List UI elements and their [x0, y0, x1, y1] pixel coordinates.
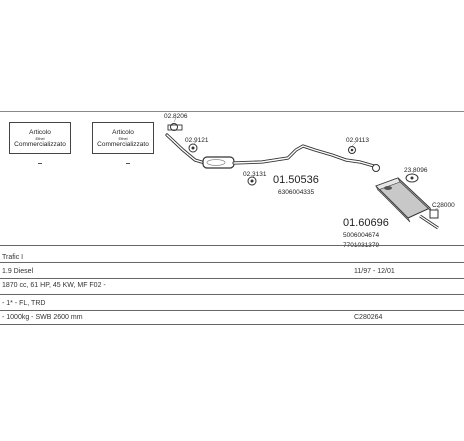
hanger-icon-3 — [348, 146, 356, 154]
info-box-2-line3: Commercializzato — [97, 141, 149, 148]
info-box-2-line2: Ethel — [118, 136, 128, 141]
hanger-icon-2 — [247, 176, 257, 186]
divider-4 — [0, 294, 464, 295]
main-part-1-ref: 6306004335 — [278, 189, 315, 196]
divider-1 — [0, 245, 464, 246]
row-wheelbase: - 1000kg - SWB 2600 mm — [2, 314, 83, 321]
info-box-1-line1: Articolo — [29, 129, 51, 136]
divider-6 — [0, 324, 464, 325]
row-code: C280264 — [354, 314, 383, 321]
info-box-2: Articolo Ethel Commercializzato — [92, 122, 154, 154]
part-label-3: 02.3131 — [243, 171, 267, 178]
part-label-6: C28000 — [432, 202, 455, 209]
part-label-2: 02.9121 — [185, 137, 209, 144]
dash-marker-2 — [126, 163, 130, 164]
divider-5 — [0, 310, 464, 311]
main-part-1-number: 01.50536 — [273, 174, 319, 186]
row-spec: 1870 cc, 61 HP, 45 KW, MF F02 - — [2, 282, 106, 289]
divider-3 — [0, 278, 464, 279]
row-years: 11/97 - 12/01 — [354, 268, 395, 275]
info-box-1: Articolo Ethel Commercializzato — [9, 122, 71, 154]
row-engine: 1.9 Diesel — [2, 268, 34, 275]
info-box-1-line2: Ethel — [35, 136, 45, 141]
hanger-icon-4 — [405, 173, 419, 183]
hanger-icon — [188, 143, 198, 153]
exhaust-system-drawing: 02.8206 02.9121 02.3131 02.9113 23.8096 … — [164, 113, 455, 249]
part-label-1: 02.8206 — [164, 113, 188, 120]
info-box-1-line3: Commercializzato — [14, 141, 66, 148]
main-part-2-ref-1: 5006004674 — [343, 232, 380, 239]
clamp-icon — [167, 123, 183, 131]
clamp-icon-2 — [372, 164, 380, 172]
front-silencer — [202, 156, 235, 169]
divider-top — [0, 111, 464, 112]
clamp-icon-3 — [429, 209, 439, 219]
rear-silencer — [375, 177, 433, 223]
row-body: - 1* - FL, TRD — [2, 300, 46, 307]
main-part-2-number: 01.60696 — [343, 217, 389, 229]
row-model: Trafic I — [2, 254, 24, 261]
part-label-4: 02.9113 — [346, 137, 369, 144]
info-box-2-line1: Articolo — [112, 129, 134, 136]
dash-marker-1 — [38, 163, 42, 164]
part-label-5: 23.8096 — [404, 167, 428, 174]
divider-2 — [0, 262, 464, 263]
